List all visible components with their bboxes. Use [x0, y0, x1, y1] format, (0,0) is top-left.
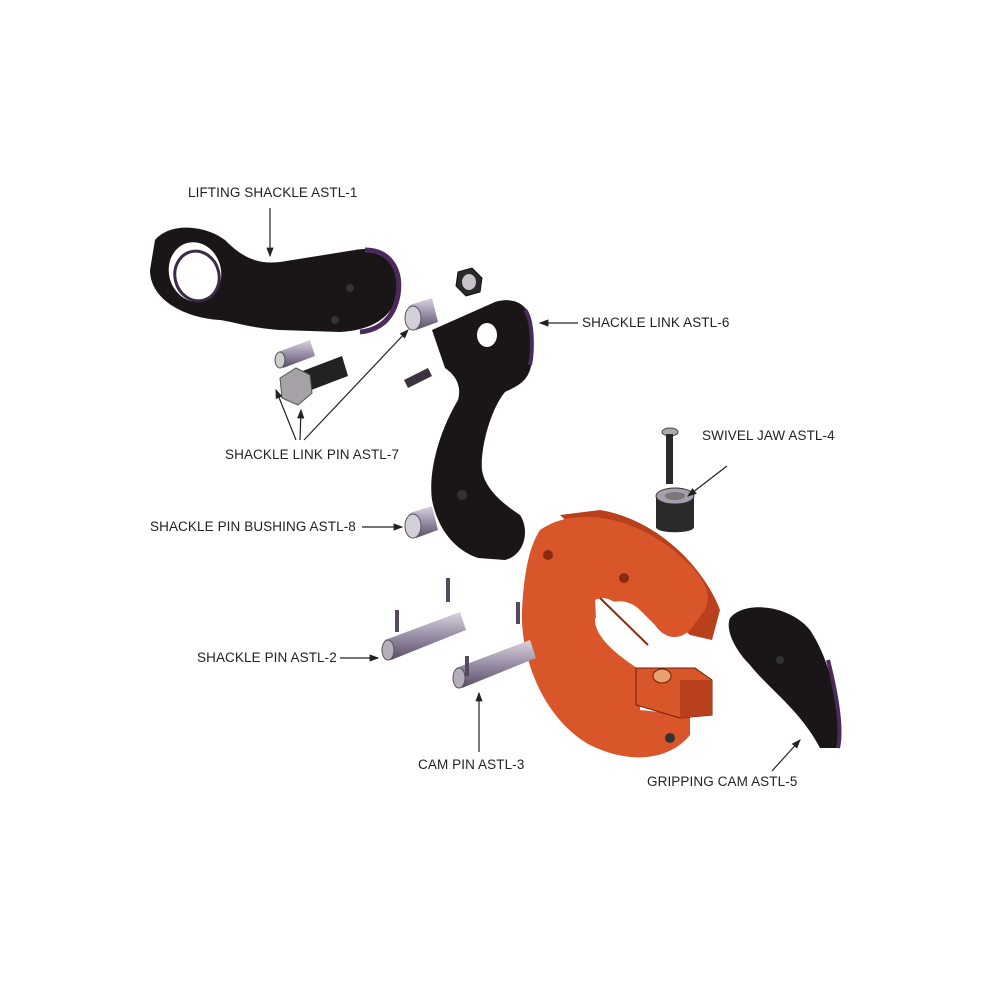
shackle-pin-bushing-part — [404, 506, 438, 539]
shackle-link-bushing — [404, 298, 438, 331]
label-swivel-jaw: SWIVEL JAW ASTL-4 — [702, 428, 835, 443]
label-gripping-cam: GRIPPING CAM ASTL-5 — [647, 774, 798, 789]
hex-nut — [455, 267, 483, 297]
leader-arrows — [266, 208, 801, 772]
lifting-shackle-part — [150, 227, 402, 335]
shackle-link-part — [431, 300, 534, 560]
label-cam-pin: CAM PIN ASTL-3 — [418, 757, 525, 772]
main-body-part — [521, 510, 720, 758]
cam-pin-part — [452, 602, 536, 689]
swivel-jaw-screw — [661, 427, 679, 484]
label-shackle-link: SHACKLE LINK ASTL-6 — [582, 315, 730, 330]
label-lifting-shackle: LIFTING SHACKLE ASTL-1 — [188, 185, 358, 200]
hex-bolt — [279, 356, 348, 406]
gripping-cam-part — [728, 607, 842, 749]
shackle-pin-part — [381, 578, 466, 661]
label-shackle-pin-bushing: SHACKLE PIN BUSHING ASTL-8 — [150, 519, 356, 534]
spring-pin — [404, 368, 432, 388]
roll-pin — [274, 340, 315, 369]
label-shackle-link-pin: SHACKLE LINK PIN ASTL-7 — [225, 447, 400, 462]
label-shackle-pin: SHACKLE PIN ASTL-2 — [197, 650, 337, 665]
swivel-jaw-part — [655, 487, 695, 533]
